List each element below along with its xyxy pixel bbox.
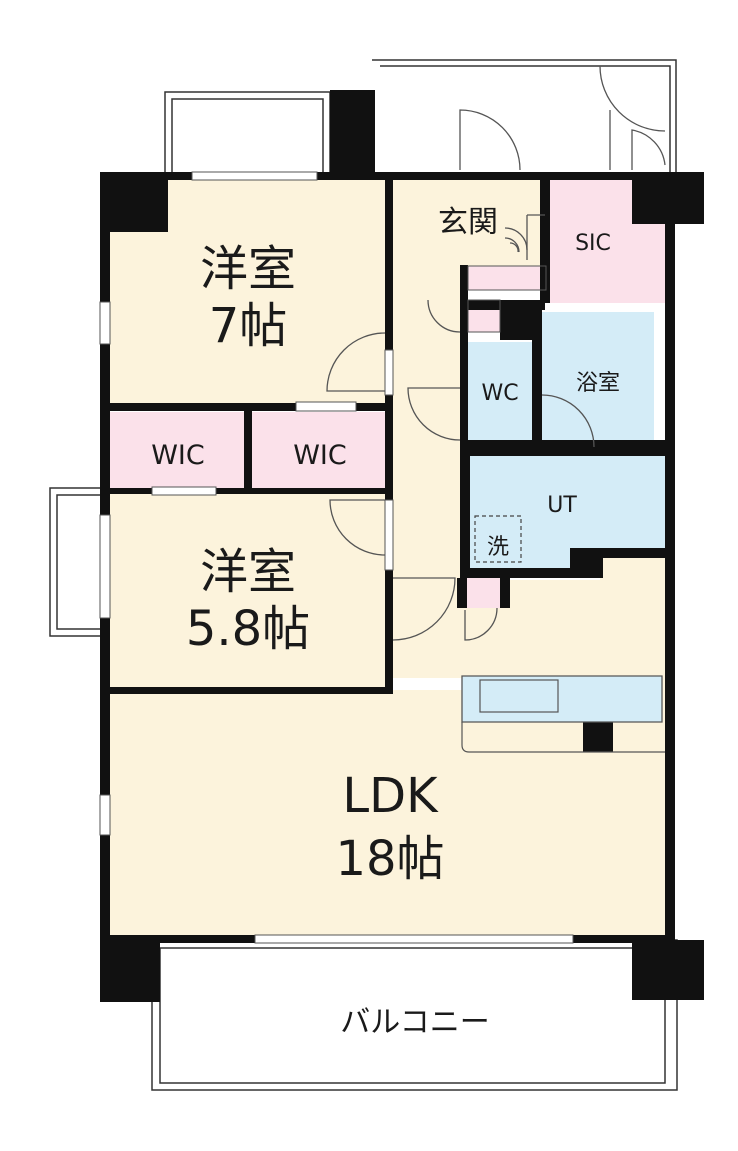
balcony-label: バルコニー <box>340 1005 489 1040</box>
floor-wic-1 <box>108 412 246 490</box>
floor-kitchen <box>463 558 668 690</box>
floor-wc <box>468 342 534 442</box>
room-western-7-name: 洋室 <box>200 241 296 297</box>
floor-shoe-rack <box>468 266 546 290</box>
room-wic-1-label: WIC <box>151 440 205 471</box>
door-swings <box>326 65 666 641</box>
room-western-58-size: 5.8帖 <box>186 601 310 657</box>
floor-entrance <box>393 178 545 266</box>
small-closet-outline <box>467 299 501 333</box>
room-labels: 洋室 7帖 WIC WIC 洋室 5.8帖 玄関 SIC WC 浴室 UT 洗 … <box>151 205 620 1040</box>
room-ldk-name: LDK <box>342 768 439 824</box>
room-wic-2-label: WIC <box>293 440 347 471</box>
floor-ldk <box>108 690 668 940</box>
shoe-rack-outline <box>467 265 547 291</box>
floor-wic-2 <box>252 412 388 490</box>
washer-space <box>474 515 522 563</box>
floor-bath <box>542 312 654 448</box>
room-bath-label: 浴室 <box>576 371 620 396</box>
kitchen-counter <box>461 675 665 753</box>
room-ldk-size: 18帖 <box>335 831 444 887</box>
floor-closet-mini <box>466 578 500 608</box>
room-western-58-name: 洋室 <box>200 544 296 600</box>
room-wc-label: WC <box>481 381 518 406</box>
floor-western-58 <box>108 492 393 690</box>
room-entrance-label: 玄関 <box>438 205 498 240</box>
windows <box>99 171 574 944</box>
washer-label: 洗 <box>487 535 509 560</box>
room-sic-label: SIC <box>575 231 611 256</box>
room-ut-label: UT <box>547 493 577 518</box>
room-western-7-size: 7帖 <box>209 298 288 354</box>
